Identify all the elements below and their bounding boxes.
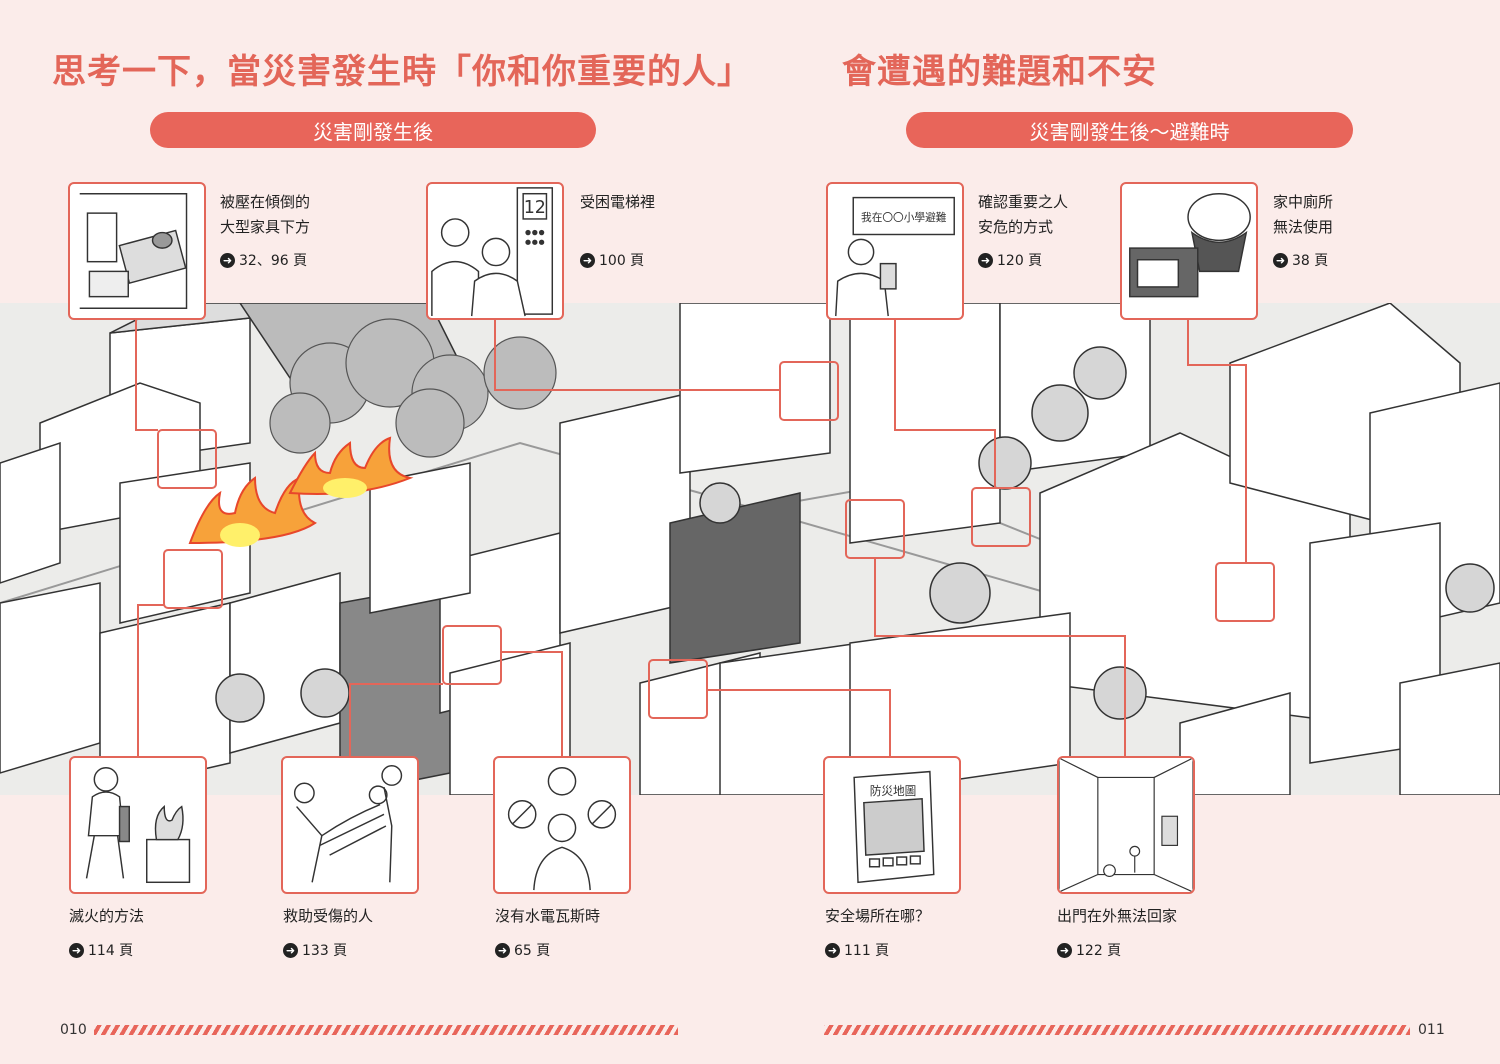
furniture-caption: 被壓在傾倒的 大型家具下方 (220, 193, 311, 236)
fallen-furniture-icon (79, 192, 188, 310)
fire-extinguisher-icon (85, 766, 191, 884)
safety-check-card: 我在〇〇小學避難 (826, 182, 964, 320)
toilet-pages: 38 頁 (1292, 253, 1329, 269)
arrow-right-icon: ➜ (283, 942, 298, 958)
stranded-card (1057, 756, 1195, 894)
arrow-right-icon: ➜ (1273, 252, 1288, 268)
toilet-caption: 家中廁所 無法使用 (1273, 193, 1334, 236)
arrow-right-icon: ➜ (220, 252, 235, 268)
section-label-left: 災害剛發生後 (150, 112, 596, 148)
left-page-title: 思考一下，當災害發生時「你和你重要的人」 (52, 52, 752, 92)
rescue-card (281, 756, 419, 894)
emergency-toilet-icon (1129, 192, 1251, 298)
furniture-card (68, 182, 206, 320)
arrow-right-icon: ➜ (825, 942, 840, 958)
elevator-pages: 100 頁 (599, 253, 645, 269)
safety-check-caption: 確認重要之人 安危的方式 (978, 193, 1069, 236)
city-illustration (0, 303, 1500, 795)
elevator-caption: 受困電梯裡 (580, 193, 656, 211)
furniture-page-ref[interactable]: ➜32、96 頁 (220, 250, 307, 270)
arrow-right-icon: ➜ (69, 942, 84, 958)
rescue-pages: 133 頁 (302, 943, 348, 959)
footer-stripe-right (824, 1025, 1410, 1035)
arrow-right-icon: ➜ (580, 252, 595, 268)
shelter-caption: 安全場所在哪？ (825, 907, 931, 925)
stranded-caption: 出門在外無法回家 (1057, 907, 1178, 925)
safety-bubble-text: 我在〇〇小學避難 (861, 211, 947, 224)
elevator-floor-display: 12 (524, 198, 546, 218)
fire-page-ref[interactable]: ➜114 頁 (69, 940, 133, 960)
furniture-pages: 32、96 頁 (239, 253, 308, 269)
utilities-pages: 65 頁 (514, 943, 551, 959)
elevator-card: 12 (426, 182, 564, 320)
street-scene-icon (1059, 758, 1193, 892)
stranded-pages: 122 頁 (1076, 943, 1122, 959)
shelter-card: 防災地圖 (823, 756, 961, 894)
page-number-left: 010 (60, 1022, 87, 1038)
elevator-page-ref[interactable]: ➜100 頁 (580, 250, 644, 270)
rescue-page-ref[interactable]: ➜133 頁 (283, 940, 347, 960)
utilities-card (493, 756, 631, 894)
phone-message-icon: 我在〇〇小學避難 (835, 196, 955, 317)
toilet-page-ref[interactable]: ➜38 頁 (1273, 250, 1328, 270)
footer-stripe-left (94, 1025, 678, 1035)
stranded-page-ref[interactable]: ➜122 頁 (1057, 940, 1121, 960)
section-label-right: 災害剛發生後～避難時 (906, 112, 1353, 148)
utilities-caption: 沒有水電瓦斯時 (495, 907, 601, 925)
arrow-right-icon: ➜ (1057, 942, 1072, 958)
no-utilities-icon (507, 766, 617, 891)
carry-injured-icon (293, 765, 403, 883)
right-page-title: 會遭遇的難題和不安 (842, 52, 1157, 92)
toilet-card (1120, 182, 1258, 320)
utilities-page-ref[interactable]: ➜65 頁 (495, 940, 550, 960)
fire-caption: 滅火的方法 (69, 907, 145, 925)
disaster-map-icon: 防災地圖 (853, 770, 935, 884)
map-title: 防災地圖 (870, 784, 917, 798)
fire-pages: 114 頁 (88, 943, 134, 959)
page-number-right: 011 (1418, 1022, 1445, 1038)
arrow-right-icon: ➜ (978, 252, 993, 268)
arrow-right-icon: ➜ (495, 942, 510, 958)
rescue-caption: 救助受傷的人 (283, 907, 374, 925)
shelter-page-ref[interactable]: ➜111 頁 (825, 940, 889, 960)
shelter-pages: 111 頁 (844, 943, 890, 959)
elevator-trapped-icon: 12 (431, 187, 554, 317)
fire-card (69, 756, 207, 894)
safety-check-pages: 120 頁 (997, 253, 1043, 269)
safety-check-page-ref[interactable]: ➜120 頁 (978, 250, 1042, 270)
